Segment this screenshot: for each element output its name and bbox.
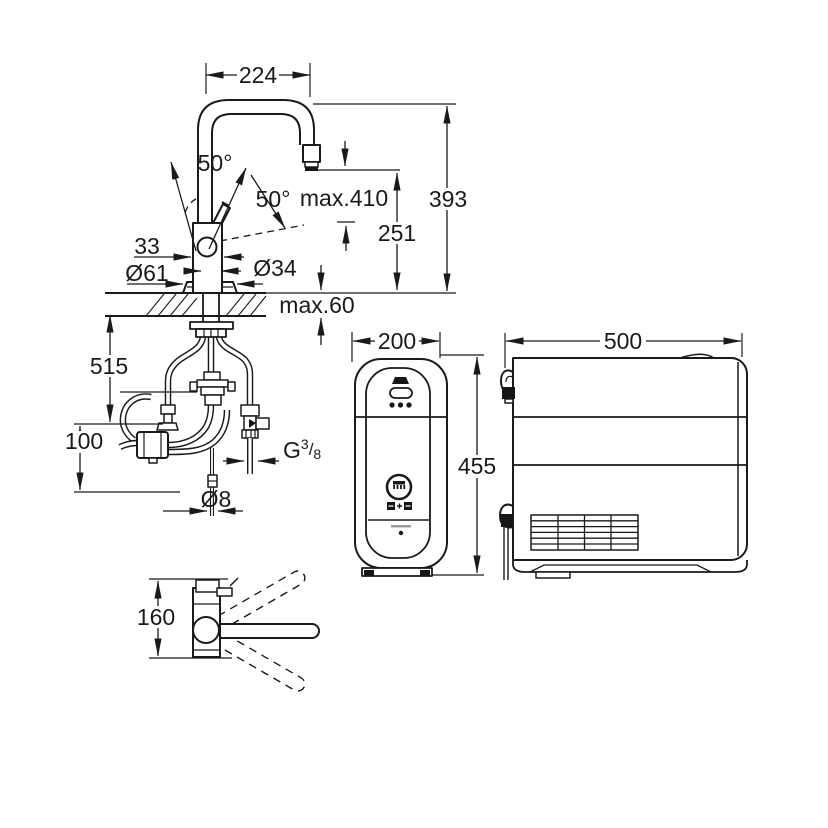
capillary-tube <box>207 448 218 516</box>
power-cable-connector <box>499 503 514 580</box>
hose-connector-top <box>500 369 515 404</box>
spout-nozzle <box>302 144 321 163</box>
dimension-cooler-width: 200 <box>351 328 441 362</box>
cooler-front-view: 200 455 <box>351 328 498 577</box>
filter-button-icon <box>385 473 413 501</box>
cooler-side-view: 500 <box>499 328 748 580</box>
hose-extra-label: 100 <box>65 428 103 454</box>
cooler-side-body <box>512 357 748 561</box>
dimension-counter-thickness: max.60 <box>279 265 355 345</box>
dimension-cooler-height: 455 <box>432 354 498 576</box>
cooler-front-panel <box>365 367 431 559</box>
cooler-height-label: 455 <box>458 453 496 479</box>
swivel-arc-down <box>217 633 306 692</box>
dimension-total-height: 393 <box>313 103 468 292</box>
indicator-dot <box>397 402 404 408</box>
handle-hub-top-view <box>192 616 220 644</box>
vent-grille <box>530 514 639 551</box>
spout-outer <box>197 99 315 223</box>
total-height-label: 393 <box>429 186 467 212</box>
shank-diameter-label: Ø34 <box>253 255 297 281</box>
counter-thickness-label: max.60 <box>279 292 354 318</box>
dimension-cooler-depth: 500 <box>504 328 743 368</box>
spout-width-label: 224 <box>239 62 278 88</box>
hose-length-label: 515 <box>90 353 128 379</box>
dimension-hose-lengths: 515 100 <box>62 314 197 493</box>
cooler-width-label: 200 <box>378 328 416 354</box>
check-valve <box>156 404 179 431</box>
max-height-label: max.410 <box>300 185 388 211</box>
worktop-section <box>105 292 456 317</box>
dimension-spout-width: 224 <box>205 62 311 97</box>
aerator <box>305 167 318 171</box>
cooler-foot <box>535 571 571 579</box>
filter-head <box>189 371 236 406</box>
dimension-capillary-diameter: Ø8 <box>163 486 243 515</box>
swivel-arc-up <box>217 570 306 629</box>
handle-angle-left-label: 50° <box>198 150 233 176</box>
handle-recess <box>389 387 413 399</box>
body-width-label: 33 <box>134 233 160 259</box>
angle-valve <box>240 404 270 474</box>
base-depth-label: 160 <box>137 604 175 630</box>
dimension-shank-diameter: Ø34 <box>183 255 297 281</box>
indicator-dot <box>389 402 395 408</box>
thread-label: G3/8 <box>283 436 321 463</box>
cooler-front-body <box>354 358 448 569</box>
spout-arm-top-view <box>211 623 320 639</box>
cooler-depth-label: 500 <box>604 328 642 354</box>
dimension-max-height: max.410 <box>300 141 400 251</box>
dimension-outlet-height: 251 <box>377 172 417 291</box>
power-cable <box>503 527 509 580</box>
supply-hoses <box>118 335 254 456</box>
faucet-front-elevation: 224 50° 50° max.410 393 <box>62 62 468 516</box>
faucet-body <box>184 99 321 294</box>
dimension-body-width: 33 <box>134 233 244 261</box>
spout-inner <box>211 113 301 223</box>
dimension-handle-angles: 50° 50° <box>170 150 291 252</box>
dimension-thread: G3/8 <box>223 436 321 465</box>
cooler-side-base <box>512 560 748 573</box>
brand-text-mark <box>391 525 411 528</box>
outlet-height-label: 251 <box>378 220 416 246</box>
connection-box <box>136 431 169 464</box>
dimension-base-depth: 160 <box>136 580 176 657</box>
indicator-dot <box>406 402 412 408</box>
cartridge-plus-icon <box>387 502 412 510</box>
status-bar-icon <box>392 377 409 384</box>
cooler-front-base <box>361 567 433 577</box>
faucet-top-view: 160 <box>136 570 320 692</box>
base-diameter-label: Ø61 <box>125 260 168 286</box>
capillary-diameter-label: Ø8 <box>201 486 232 512</box>
reset-dot <box>398 530 404 536</box>
handle-angle-right-label: 50° <box>256 186 291 212</box>
dimension-base-diameter: Ø61 <box>125 260 263 288</box>
